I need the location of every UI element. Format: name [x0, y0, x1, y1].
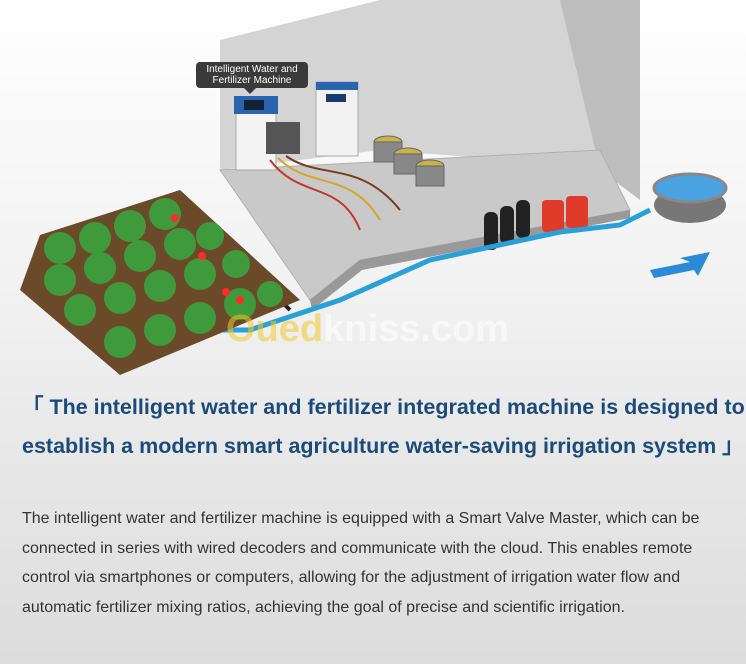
fertilizer-machine — [234, 96, 300, 171]
watermark: Ouedkniss.com — [226, 308, 509, 351]
control-cabinet — [315, 81, 359, 157]
pump-tanks — [542, 196, 588, 232]
water-reservoir — [652, 172, 728, 223]
description-paragraph: The intelligent water and fertilizer mac… — [22, 510, 700, 617]
watermark-suffix: kniss.com — [323, 308, 509, 350]
fertilizer-pipes — [269, 155, 401, 231]
crop-plants — [44, 198, 283, 358]
machine-callout-label: Intelligent Water and Fertilizer Machine — [196, 62, 308, 94]
filters — [484, 200, 530, 250]
right-wall — [560, 0, 640, 200]
main-water-pipe — [190, 207, 652, 333]
watermark-prefix: Oued — [226, 308, 324, 350]
irrigation-system-illustration — [20, 0, 728, 375]
headline: 「 The intelligent water and fertilizer i… — [22, 395, 745, 458]
flow-arrow — [650, 252, 710, 278]
sensor-markers — [171, 214, 244, 304]
floor-edge — [310, 210, 630, 310]
fertilizer-tanks — [373, 135, 445, 187]
